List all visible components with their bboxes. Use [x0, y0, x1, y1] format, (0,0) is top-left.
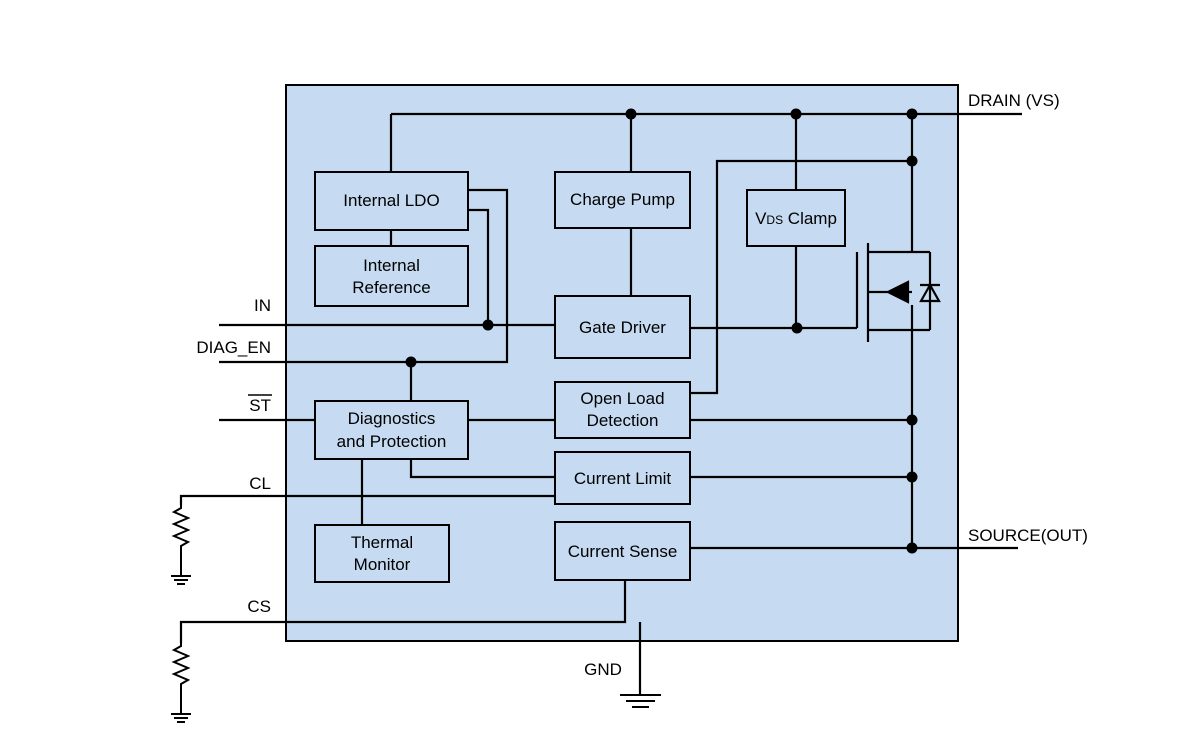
- vds-clamp-block: [746, 189, 846, 247]
- gate-driver-block: [554, 295, 691, 359]
- source-pin-label: SOURCE(OUT): [968, 526, 1088, 545]
- cs-resistor: [171, 643, 191, 713]
- charge-pump-block: [554, 171, 691, 229]
- drain-pin-label: DRAIN (VS): [968, 91, 1060, 110]
- diagnostics-label-line1: Diagnostics: [348, 409, 436, 428]
- open-load-detection-block: [554, 381, 691, 439]
- thermal-label-line1: Thermal: [351, 533, 413, 552]
- cl-pin-label: CL: [249, 474, 271, 493]
- in-pin-label: IN: [254, 296, 271, 315]
- internal-ldo-label: Internal LDO: [343, 191, 439, 210]
- gate-driver-label: Gate Driver: [579, 318, 666, 337]
- current-limit-block: [554, 451, 691, 505]
- diagnostics-label-line2: and Protection: [337, 432, 447, 451]
- thermal-monitor-block: [314, 524, 450, 583]
- internal-reference-block: [314, 245, 469, 307]
- thermal-label-line2: Monitor: [354, 555, 411, 574]
- vds-clamp-label: VDS Clamp: [755, 209, 837, 228]
- diagnostics-protection-block: [314, 400, 469, 460]
- diag-en-pin-label: DIAG_EN: [196, 338, 271, 357]
- cs-ground-symbol: [171, 713, 191, 723]
- open-load-label-line2: Detection: [587, 411, 659, 430]
- current-sense-block: [554, 521, 691, 581]
- charge-pump-label: Charge Pump: [570, 190, 675, 209]
- internal-ldo-block: [314, 171, 469, 231]
- cl-resistor: [171, 505, 191, 575]
- cs-pin-label: CS: [247, 597, 271, 616]
- current-sense-label: Current Sense: [568, 542, 678, 561]
- internal-reference-label-line2: Reference: [352, 278, 430, 297]
- mosfet-symbol: [866, 243, 941, 342]
- cl-ground-symbol: [171, 575, 191, 585]
- current-limit-label: Current Limit: [574, 469, 672, 488]
- open-load-label-line1: Open Load: [580, 389, 664, 408]
- st-pin-label: ST: [249, 396, 271, 415]
- chip-ground-symbol: [620, 694, 661, 708]
- internal-reference-label-line1: Internal: [363, 256, 420, 275]
- junction-dots: [405, 108, 918, 554]
- gnd-pin-label: GND: [584, 660, 622, 679]
